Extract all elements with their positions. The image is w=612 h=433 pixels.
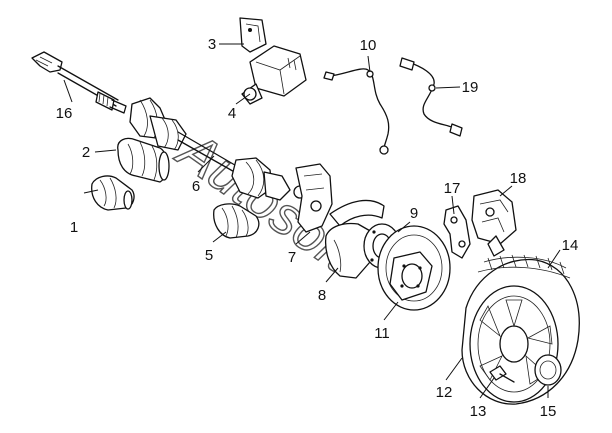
callout-3: 3 bbox=[208, 36, 216, 53]
callout-4: 4 bbox=[228, 105, 236, 122]
callout-18: 18 bbox=[510, 170, 527, 187]
callout-10: 10 bbox=[360, 37, 377, 54]
part-2-inner-joint bbox=[117, 137, 170, 183]
callout-5: 5 bbox=[205, 247, 213, 264]
part-17-caliper-bracket bbox=[443, 205, 471, 259]
callout-19: 19 bbox=[462, 79, 479, 96]
part-18-caliper bbox=[471, 189, 517, 257]
callout-7: 7 bbox=[288, 249, 296, 266]
callout-14: 14 bbox=[562, 237, 579, 254]
part-3-bracket bbox=[239, 17, 267, 53]
leader-lines bbox=[63, 43, 561, 399]
part-6-cv-shaft-assembly bbox=[129, 97, 307, 201]
part-11-brake-disc bbox=[377, 225, 451, 311]
callout-13: 13 bbox=[470, 403, 487, 420]
part-7-knuckle bbox=[295, 163, 333, 233]
callout-17: 17 bbox=[444, 180, 461, 197]
part-10-sensor-cable bbox=[323, 68, 390, 155]
part-5-boot bbox=[213, 203, 260, 239]
callout-1: 1 bbox=[70, 219, 78, 236]
callout-6: 6 bbox=[192, 178, 200, 195]
callout-8: 8 bbox=[318, 287, 326, 304]
part-16-drive-shaft bbox=[31, 51, 127, 114]
part-19-sensor bbox=[399, 57, 463, 137]
callout-11: 11 bbox=[374, 325, 390, 342]
part-15-hub-cap bbox=[534, 354, 562, 386]
callout-9: 9 bbox=[410, 205, 418, 222]
callout-labels: 1 2 3 4 5 6 7 8 9 10 11 12 13 14 15 16 1… bbox=[56, 36, 579, 420]
callout-2: 2 bbox=[82, 144, 90, 161]
dust-shield bbox=[329, 199, 385, 227]
part-4-abs-modulator bbox=[241, 45, 307, 105]
callout-12: 12 bbox=[436, 384, 453, 401]
part-1-boot bbox=[91, 175, 135, 211]
callout-15: 15 bbox=[540, 403, 557, 420]
callout-16: 16 bbox=[56, 105, 73, 122]
part-13-wheel-bolt bbox=[489, 365, 515, 383]
